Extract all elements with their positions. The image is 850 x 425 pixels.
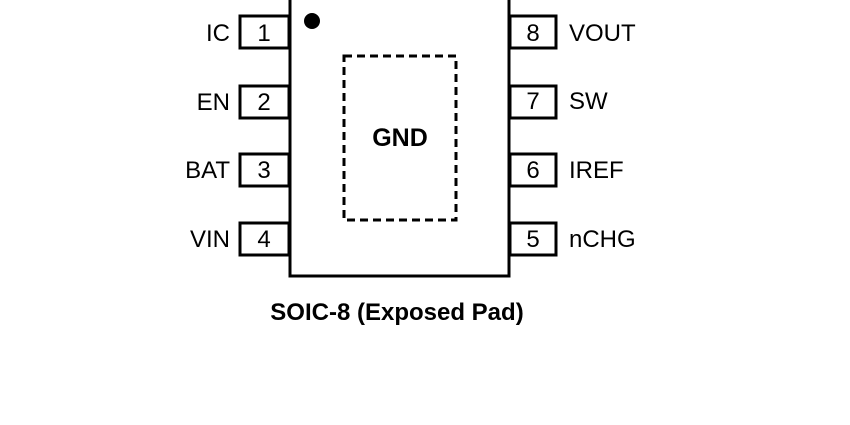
pin-4: 4 VIN (190, 221, 291, 257)
pin1-indicator-dot (304, 13, 320, 29)
pin-2-box (238, 84, 291, 120)
pin-3-box (238, 152, 291, 188)
pin-3-name: BAT (185, 157, 230, 184)
pin-3-number: 3 (257, 157, 270, 184)
pin-6-name: IREF (569, 157, 624, 184)
pin-2-name: EN (197, 89, 230, 116)
pin-7-name: SW (569, 88, 608, 115)
pin-5-number: 5 (526, 226, 539, 253)
pin-2-number: 2 (257, 89, 270, 116)
pin-6-number: 6 (526, 157, 539, 184)
pin-7-number: 7 (526, 88, 539, 115)
pin-5-name: nCHG (569, 226, 636, 253)
pin-1-number: 1 (257, 20, 270, 47)
pin-5-box (508, 221, 558, 257)
pin-6-box (508, 152, 558, 188)
pin-5: 5 nCHG (508, 221, 636, 257)
pin-4-box (238, 221, 291, 257)
pin-6: 6 IREF (508, 152, 624, 188)
pin-8-name: VOUT (569, 20, 636, 47)
pin-8: 8 VOUT (508, 14, 636, 50)
pin-8-box (508, 14, 558, 50)
pin-8-number: 8 (526, 20, 539, 47)
chip-body (288, 0, 511, 278)
package-caption: SOIC-8 (Exposed Pad) (270, 299, 523, 326)
pin-2: 2 EN (197, 84, 291, 120)
exposed-pad (342, 54, 458, 222)
pin-1: 1 IC (206, 14, 291, 50)
pin-7-box (508, 84, 558, 120)
pin-3: 3 BAT (185, 152, 291, 188)
pin-7: 7 SW (508, 84, 608, 120)
pin-1-name: IC (206, 20, 230, 47)
pad-label: GND (372, 124, 428, 152)
pin-4-number: 4 (257, 226, 270, 253)
pin-1-box (238, 14, 291, 50)
pin-4-name: VIN (190, 226, 230, 253)
